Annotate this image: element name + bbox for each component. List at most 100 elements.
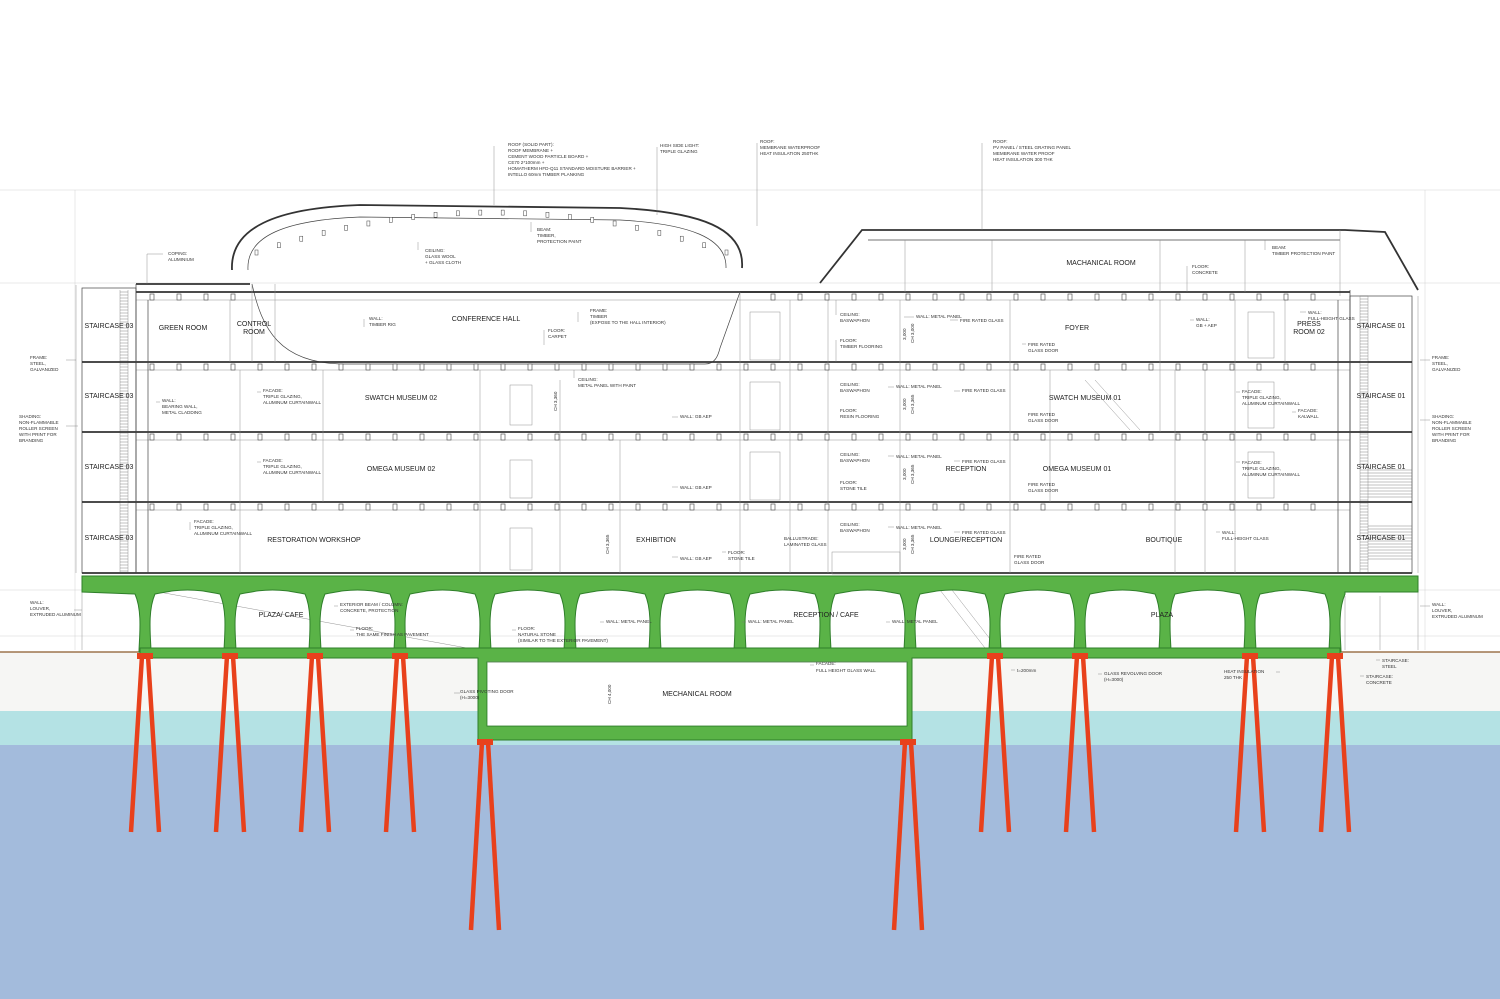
note-beam-r-1: BEAM: <box>1272 245 1286 250</box>
note-facade-fh-2: FULL HEIGHT GLASS WALL <box>816 668 876 673</box>
beam-notch <box>932 433 938 441</box>
pile-d1 <box>908 741 925 931</box>
note-glass-pivot-2: (H=3000) <box>460 695 480 700</box>
room-control-room-line2: ROOM <box>243 329 265 336</box>
note-shading-l-2: NON-FLAMMABLE <box>19 420 59 425</box>
pile-foundations <box>128 653 1352 931</box>
note-facade-tg-l3-3: ALUMINUM CURTAINWALL <box>263 400 322 405</box>
pile-b3 <box>400 655 417 833</box>
beam-notch <box>878 363 884 371</box>
beam-notch <box>716 433 722 441</box>
note-ceiling-bas-l3-2: BASWAPHON <box>840 388 870 393</box>
beam-notch <box>176 503 182 511</box>
beam-notch <box>1067 363 1073 371</box>
beam-notch <box>986 503 992 511</box>
beam-notch <box>932 363 938 371</box>
note-wall-fh-2: FULL-HEIGHT GLASS <box>1308 316 1355 321</box>
beam-notch <box>986 433 992 441</box>
beam-notch <box>959 293 965 301</box>
roof-rib <box>590 217 594 223</box>
pile-c1 <box>891 741 908 931</box>
beam-notch <box>1283 433 1289 441</box>
note-facade-tg-r3-1: FACADE: <box>1242 389 1262 394</box>
beam-notch <box>1202 363 1208 371</box>
beam-notch <box>1148 503 1154 511</box>
beam-notch <box>1094 363 1100 371</box>
room-conference-hall: CONFERENCE HALL <box>452 316 521 323</box>
pile-a6 <box>1233 655 1250 833</box>
ground-layer <box>0 744 1500 999</box>
roof-rib <box>523 210 527 217</box>
beam-notch <box>878 433 884 441</box>
beam-notch <box>1310 503 1316 511</box>
beam-notch <box>1067 433 1073 441</box>
beam-notch <box>770 293 776 301</box>
note-wall-metal-l4: WALL: METAL PANEL <box>916 314 962 319</box>
note-floor-nat-3: (SIMILAR TO THE EXTERIOR PAVEMENT) <box>518 638 608 643</box>
room-omega-museum-01: OMEGA MUSEUM 01 <box>1043 466 1112 473</box>
note-ceiling-bas-l1-1: CEILING: <box>840 522 860 527</box>
beam-notch <box>527 363 533 371</box>
note-facade-tg-r2-3: ALUMINUM CURTAINWALL <box>1242 472 1301 477</box>
note-fire-door-l4-1: FIRE RATED <box>1028 342 1056 347</box>
beam-notch <box>1202 293 1208 301</box>
beam-notch <box>230 363 236 371</box>
note-facade-kal-2: KALWALL <box>1298 414 1319 419</box>
note-wall-bearing-1: WALL: <box>162 398 176 403</box>
pile-cap-deep0 <box>477 739 493 745</box>
beam-notch <box>500 503 506 511</box>
roof-rib <box>433 212 438 218</box>
beam-notch <box>1148 293 1154 301</box>
note-floor-nat-1: FLOOR: <box>518 626 535 631</box>
room-swatch-museum-02: SWATCH MUSEUM 02 <box>365 395 437 402</box>
dimension-labels: 3,000 CH 3,000 CH 3,360 3,000 CH 3,365 3… <box>553 323 915 704</box>
beam-notch <box>338 433 344 441</box>
beam-notch <box>1256 433 1262 441</box>
dim-l4-b: CH 3,000 <box>910 323 915 343</box>
note-shading-r-5: BRANDING <box>1432 438 1457 443</box>
note-ceiling-metal-2: METAL PANEL WITH PAINT <box>578 383 636 388</box>
room-reception-cafe: RECEPTION / CAFE <box>793 612 859 619</box>
note-wall-gb-aep-l3: WALL: GB AEP <box>680 414 712 419</box>
note-stair-steel-2: STEEL <box>1382 664 1397 669</box>
note-floor-timber-2: TIMBER FLOORING <box>840 344 883 349</box>
beam-notch <box>500 363 506 371</box>
pile-cap-2 <box>307 653 323 659</box>
beam-notch <box>203 363 209 371</box>
beam-notch <box>338 363 344 371</box>
note-roof-pv-1: ROOF: <box>993 139 1008 144</box>
pile-b4 <box>995 655 1012 833</box>
room-omega-museum-02: OMEGA MUSEUM 02 <box>367 466 436 473</box>
beam-notch <box>176 363 182 371</box>
beam-notch <box>743 433 749 441</box>
beam-notch <box>608 433 614 441</box>
beam-notch <box>1283 503 1289 511</box>
note-fire-glass-l3: FIRE RATED GLASS <box>962 388 1006 393</box>
beam-notch <box>1283 363 1289 371</box>
beam-notch <box>257 433 263 441</box>
note-wall-fh-glass-2: FULL-HEIGHT GLASS <box>1222 536 1269 541</box>
note-floor-same-2: THE SAME FINISH AS PAVEMENT <box>356 632 429 637</box>
beam-notch <box>1202 503 1208 511</box>
note-glass-rev-1: GLASS REVOLVING DOOR <box>1104 671 1163 676</box>
note-frame-timber-1: FRAME: <box>590 308 607 313</box>
note-beam-tp-2: TIMBER, <box>537 233 556 238</box>
beam-notch <box>824 503 830 511</box>
note-frame-steel-r-1: FRAME: <box>1432 355 1449 360</box>
beam-notch <box>770 363 776 371</box>
beam-notch <box>1121 293 1127 301</box>
beam-notch <box>959 363 965 371</box>
mechanical-box-interior <box>486 661 908 727</box>
beam-notch <box>1229 293 1235 301</box>
beam-notch <box>1040 293 1046 301</box>
beam-notch <box>1067 293 1073 301</box>
beam-notch <box>1175 293 1181 301</box>
beam-notch <box>797 363 803 371</box>
note-shading-l-1: SHADING: <box>19 414 41 419</box>
beam-notch <box>392 363 398 371</box>
note-fire-door-l3-2: GLASS DOOR <box>1028 418 1059 423</box>
beam-notch <box>149 363 155 371</box>
dim-l2-b: CH 3,365 <box>910 464 915 484</box>
beam-notch <box>662 503 668 511</box>
note-wall-bearing-3: METAL CLADDING <box>162 410 202 415</box>
